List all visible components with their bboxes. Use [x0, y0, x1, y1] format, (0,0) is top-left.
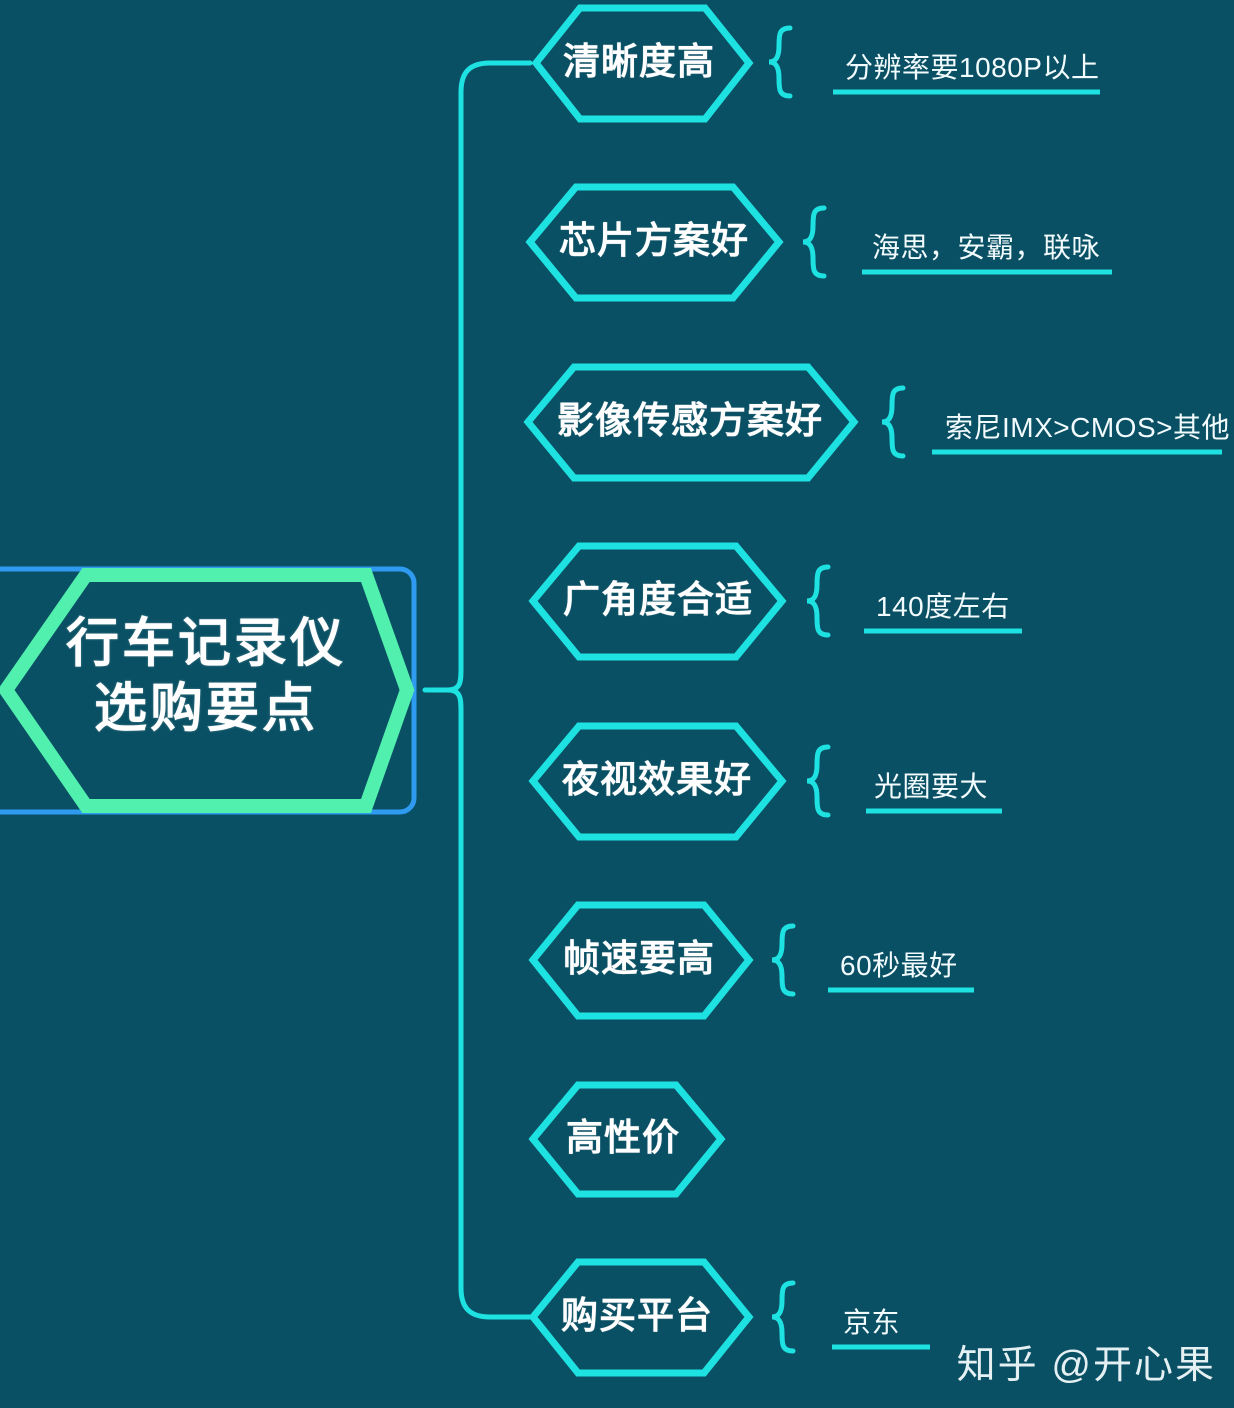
main-connector-lower [445, 687, 533, 1320]
detail-brace-3 [881, 385, 906, 459]
detail-brace-6 [771, 923, 796, 997]
branch-title-3[interactable]: 影像传感方案好 [557, 400, 823, 441]
branch-title-1[interactable]: 清晰度高 [563, 41, 715, 82]
detail-brace-8 [771, 1280, 796, 1354]
branch-title-7[interactable]: 高性价 [566, 1117, 680, 1158]
branch-detail-1[interactable]: 分辨率要1080P以上 [845, 52, 1100, 83]
center-node-label: 行车记录仪选购要点 [0, 612, 412, 741]
detail-brace-1 [768, 25, 793, 99]
main-connector-upper [445, 60, 533, 693]
branch-detail-2[interactable]: 海思，安霸，联咏 [872, 232, 1101, 263]
branch-title-4[interactable]: 广角度合适 [563, 579, 753, 620]
detail-brace-4 [806, 564, 831, 638]
detail-brace-5 [806, 744, 831, 818]
branch-title-5[interactable]: 夜视效果好 [562, 759, 752, 800]
branch-detail-3[interactable]: 索尼IMX>CMOS>其他 [945, 412, 1230, 443]
branch-title-6[interactable]: 帧速要高 [563, 938, 715, 979]
branch-detail-4[interactable]: 140度左右 [876, 591, 1010, 622]
center-node-line-1: 行车记录仪 [66, 614, 346, 673]
branch-detail-6[interactable]: 60秒最好 [840, 950, 958, 981]
branch-title-2[interactable]: 芯片方案好 [559, 220, 749, 261]
watermark: 知乎 @开心果 [956, 1344, 1216, 1387]
center-node-line-2: 选购要点 [94, 678, 318, 738]
branch-detail-5[interactable]: 光圈要大 [874, 771, 989, 802]
detail-brace-2 [802, 205, 827, 279]
branch-detail-8[interactable]: 京东 [843, 1307, 901, 1338]
branch-title-8[interactable]: 购买平台 [561, 1295, 713, 1336]
